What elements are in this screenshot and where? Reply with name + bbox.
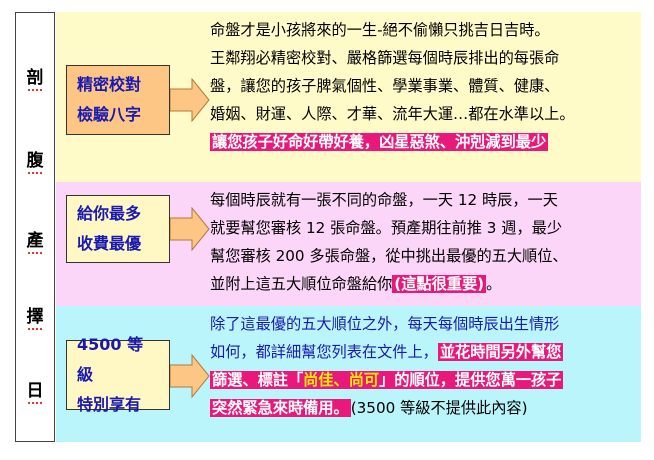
highlight-text: 篩選、標註「尚佳、尚可」的順位，提供您萬一孩子 <box>210 371 564 389</box>
text-segment: (3500 等級不提供此內容) <box>350 399 528 417</box>
section-label-line: 給你最多 <box>77 204 142 223</box>
text-line: 除了這最優的五大順位之外，每天每個時辰出生情形 <box>210 315 560 333</box>
text-line: 突然緊急來時備用。(3500 等級不提供此內容) <box>210 394 640 422</box>
section-text: 除了這最優的五大順位之外，每天每個時辰出生情形 如何，都詳細幫您列表在文件上，並… <box>210 310 640 422</box>
text-line: 如何，都詳細幫您列表在文件上，並花時間另外幫您 <box>210 338 640 366</box>
side-title-char: 擇 <box>16 302 54 330</box>
text-line: 盤，讓您的孩子脾氣個性、學業事業、體質、健康、 <box>210 77 560 95</box>
side-title-column: 剖 腹 產 擇 日 <box>15 12 55 442</box>
section-label-line: 收費最優 <box>77 234 142 253</box>
text-segment: 如何，都詳細幫您列表在文件上， <box>210 343 438 361</box>
section-text: 每個時辰就有一張不同的命盤，一天 12 時辰，一天 就要幫您審核 12 張命盤。… <box>210 186 640 298</box>
highlight-text: 並花時間另外幫您 <box>437 343 564 361</box>
section-label-line: 精密校對 <box>77 75 142 94</box>
right-arrow-icon <box>170 354 210 398</box>
side-title-char: 腹 <box>16 146 54 174</box>
side-title-char: 日 <box>16 376 54 404</box>
section-text: 命盤才是小孩將來的一生-絕不偷懶只挑吉日吉時。 王鄰翔必精密校對、嚴格篩選每個時… <box>210 16 640 156</box>
text-line: 並附上這五大順位命盤給你(這點很重要)。 <box>210 270 640 298</box>
section-precise-check: 精密校對 檢驗八字 命盤才是小孩將來的一生-絕不偷懶只挑吉日吉時。 王鄰翔必精密… <box>56 12 641 182</box>
text-line: 就要幫您審核 12 張命盤。預產期往前推 3 週，最少 <box>210 219 563 237</box>
highlight-text: 讓您孩子好命好帶好養，凶星惡煞、沖剋減到最少 <box>210 133 549 151</box>
section-label-line: 特別享有 <box>77 395 142 414</box>
highlight-text: (這點很重要) <box>392 275 487 293</box>
text-line: 王鄰翔必精密校對、嚴格篩選每個時辰排出的每張命 <box>210 49 560 67</box>
highlight-quote: 尚佳、尚可 <box>303 371 380 389</box>
section-label: 精密校對 檢驗八字 <box>66 65 170 135</box>
section-label-line: 4500 等級 <box>77 335 144 384</box>
text-line: 命盤才是小孩將來的一生-絕不偷懶只挑吉日吉時。 <box>210 21 550 39</box>
section-premium: 4500 等級 特別享有 除了這最優的五大順位之外，每天每個時辰出生情形 如何，… <box>56 306 641 442</box>
right-arrow-icon <box>170 78 210 122</box>
side-title-char: 產 <box>16 226 54 254</box>
section-label: 給你最多 收費最優 <box>66 195 170 263</box>
highlight-text: 突然緊急來時備用。 <box>210 399 351 417</box>
section-label-line: 檢驗八字 <box>77 105 142 124</box>
text-line: 婚姻、財運、人際、才華、流年大運…都在水準以上。 <box>210 105 575 123</box>
text-segment: 。 <box>486 275 502 293</box>
side-title-char: 剖 <box>16 63 54 91</box>
highlight-segment: 篩選、標註「 <box>212 371 304 389</box>
highlight-segment: 」的順位，提供您萬一孩子 <box>379 371 562 389</box>
text-segment: 並附上這五大順位命盤給你 <box>210 275 393 293</box>
text-line: 篩選、標註「尚佳、尚可」的順位，提供您萬一孩子 <box>210 366 640 394</box>
right-arrow-icon <box>170 207 210 251</box>
text-line: 幫您審核 200 多張命盤，從中挑出最優的五大順位、 <box>210 247 568 265</box>
section-label: 4500 等級 特別享有 <box>66 335 170 414</box>
text-line: 每個時辰就有一張不同的命盤，一天 12 時辰，一天 <box>210 191 558 209</box>
section-best-value: 給你最多 收費最優 每個時辰就有一張不同的命盤，一天 12 時辰，一天 就要幫您… <box>56 182 641 306</box>
